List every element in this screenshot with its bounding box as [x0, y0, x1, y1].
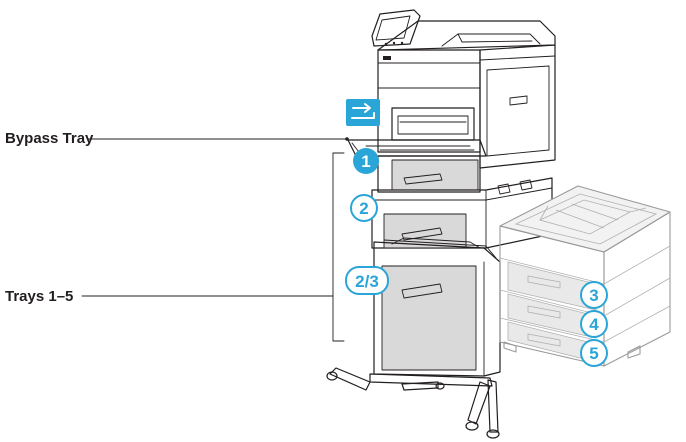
badge-tray-3: 3: [581, 282, 607, 308]
badge-tray-5: 5: [581, 340, 607, 366]
bypass-tray-icon: [346, 99, 380, 126]
badge-tray-1: 1: [353, 148, 379, 174]
callout-bypass-tray: Bypass Tray: [5, 130, 349, 147]
badge-tray-1-number: 1: [361, 152, 370, 171]
badge-tray-5-number: 5: [589, 344, 598, 363]
trays-bracket: [333, 153, 344, 341]
badge-tray-4: 4: [581, 311, 607, 337]
badge-tray-2-number: 2: [359, 199, 368, 218]
bypass-tray-label: Bypass Tray: [5, 130, 94, 147]
badge-tray-2: 2: [351, 195, 377, 221]
badge-tray-2-3-number: 2/3: [355, 272, 379, 291]
badge-tray-2-3: 2/3: [346, 267, 388, 294]
control-panel: [372, 10, 420, 46]
callout-trays-1-5: Trays 1–5: [5, 153, 344, 341]
optional-tray-module: [500, 186, 670, 366]
trays-1-5-label: Trays 1–5: [5, 288, 73, 305]
badge-tray-4-number: 4: [589, 315, 599, 334]
badge-tray-3-number: 3: [589, 286, 598, 305]
